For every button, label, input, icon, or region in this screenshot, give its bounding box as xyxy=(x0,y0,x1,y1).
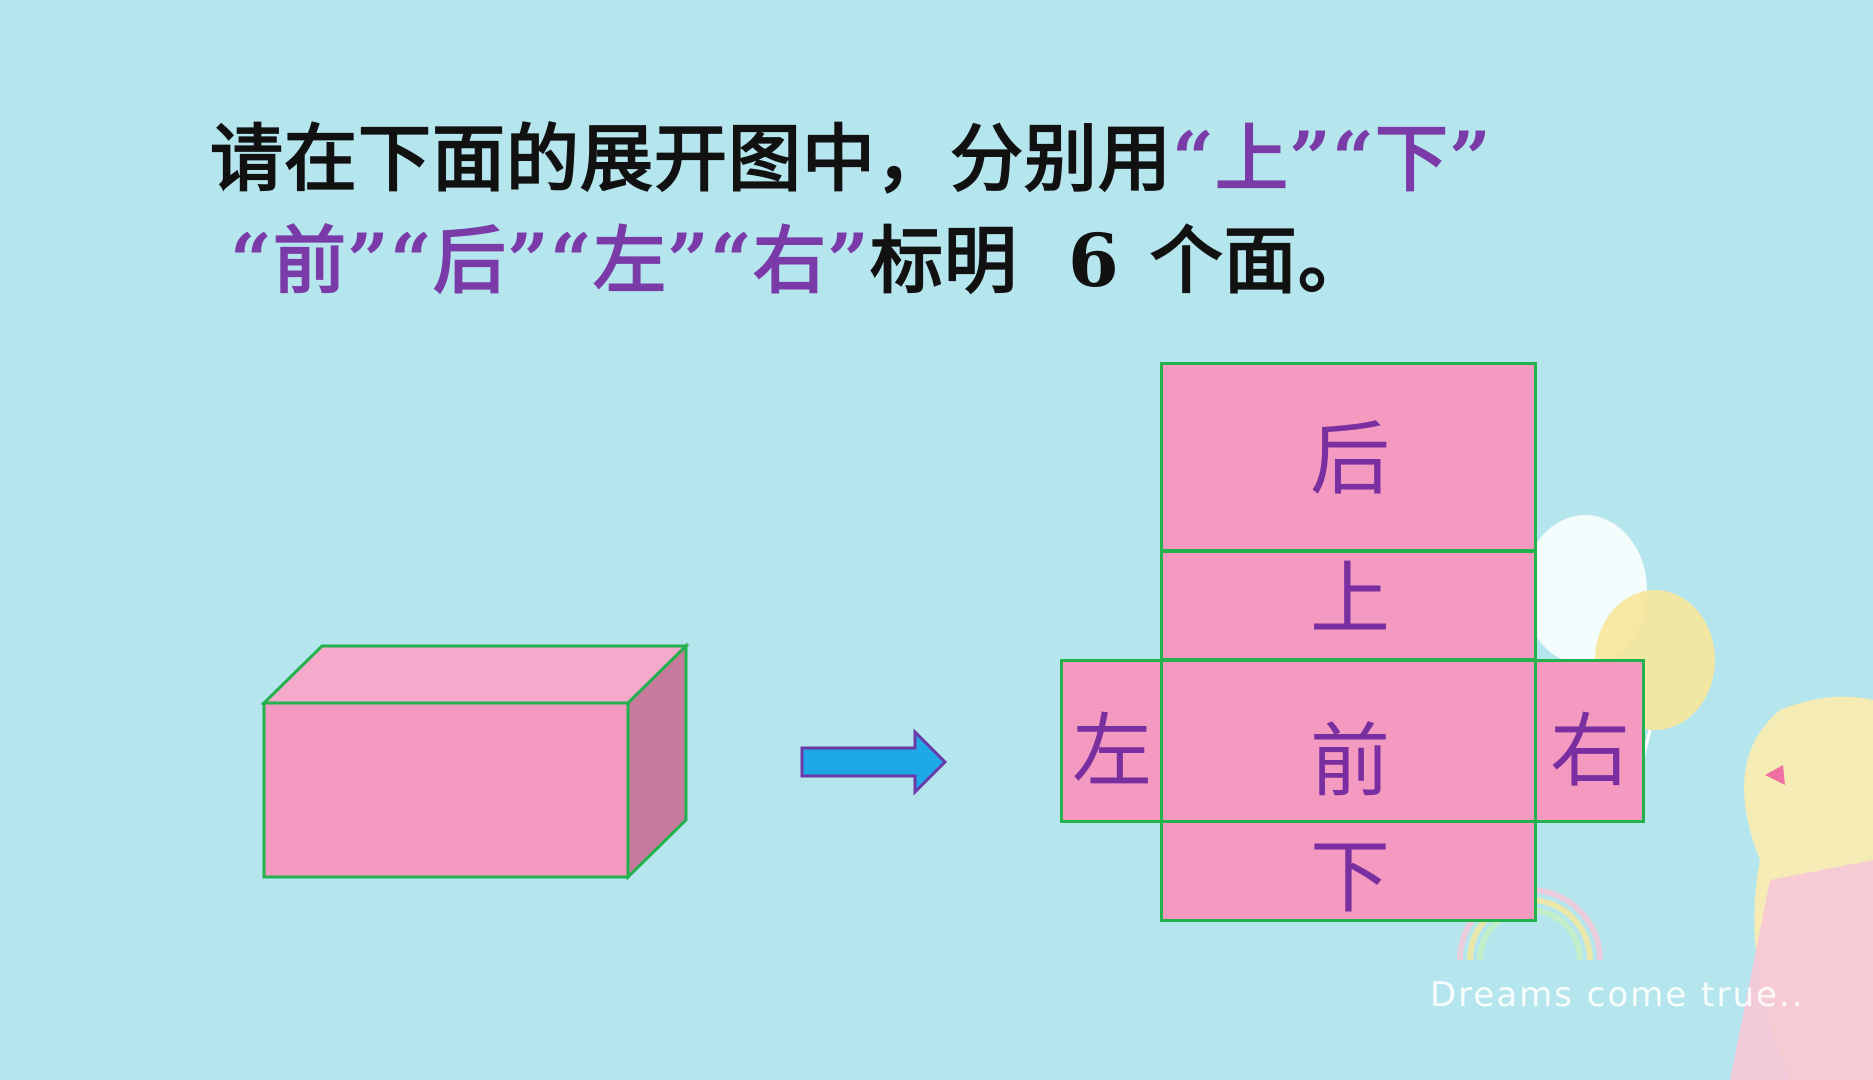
instruction-line-2: “前”“后”“左”“右”标明 6 个面。 xyxy=(230,202,1372,308)
label-bottom: 下 xyxy=(1310,831,1390,924)
cuboid-front-face xyxy=(262,701,630,879)
hair-bow-icon xyxy=(1765,765,1785,785)
quote-left: “左” xyxy=(549,218,710,304)
net-face-right xyxy=(1534,659,1645,823)
net-face-bottom xyxy=(1160,820,1537,922)
quote-back: “后” xyxy=(389,218,550,304)
decoration-tagline: Dreams come true.. xyxy=(1430,975,1805,1015)
label-front: 前 xyxy=(1310,715,1390,808)
instruction-mark: 标明 xyxy=(869,218,1018,304)
label-top: 上 xyxy=(1310,553,1390,646)
quote-top: “上” xyxy=(1172,116,1332,202)
instruction-line-1: 请在下面的展开图中，分别用“上”“下” xyxy=(210,100,1492,206)
instruction-prefix: 请在下面的展开图中，分别用 xyxy=(210,116,1172,202)
net-face-top xyxy=(1160,550,1537,661)
girl-dress-icon xyxy=(1730,860,1873,1080)
net-face-front xyxy=(1160,659,1537,823)
net-face-back xyxy=(1160,362,1537,552)
label-right: 右 xyxy=(1550,705,1630,798)
quote-right: “右” xyxy=(709,218,870,304)
quote-front: “前” xyxy=(230,218,390,304)
label-left: 左 xyxy=(1072,705,1152,798)
label-back: 后 xyxy=(1310,413,1390,506)
quote-bottom: “下” xyxy=(1331,116,1492,202)
instruction-end: 个面。 xyxy=(1149,218,1372,304)
face-count: 6 xyxy=(1067,218,1120,304)
